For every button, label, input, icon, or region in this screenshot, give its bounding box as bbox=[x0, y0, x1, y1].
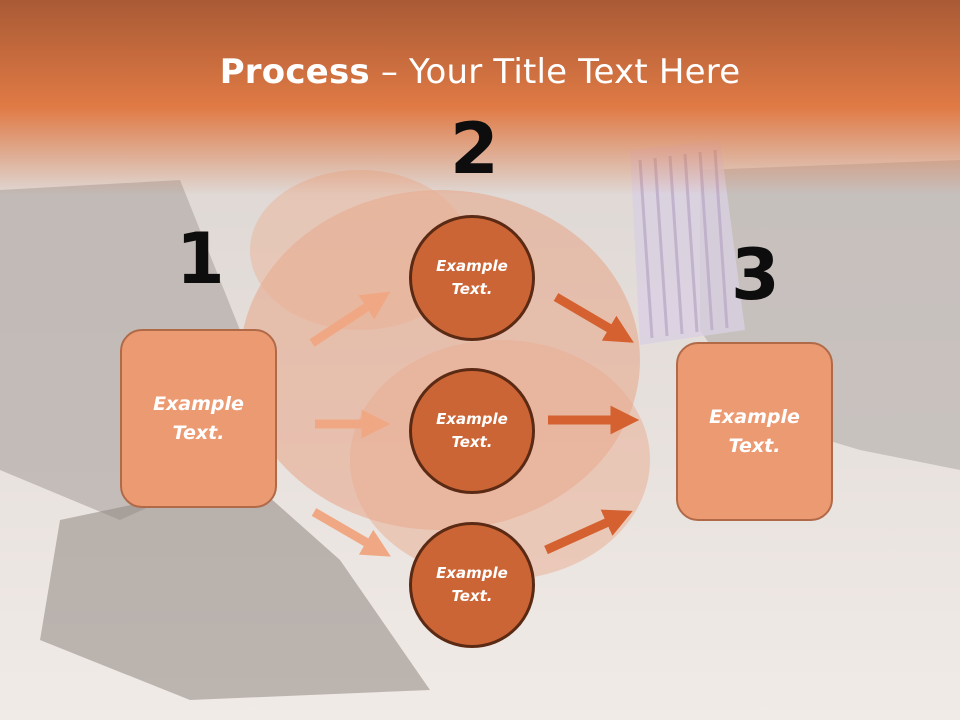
arrow-1-to-2-bottom bbox=[311, 508, 391, 557]
step-3-box: Example Text. bbox=[676, 342, 833, 521]
step-2-circle-top: Example Text. bbox=[409, 215, 535, 341]
step-1-label: Example Text. bbox=[153, 392, 244, 444]
arrow-2-to-3-bottom bbox=[544, 509, 633, 555]
slide-title: Process – Your Title Text Here bbox=[0, 52, 960, 92]
step-number-3: 3 bbox=[731, 234, 780, 316]
arrow-2-to-3-top bbox=[553, 293, 634, 343]
step-number-1: 1 bbox=[176, 218, 225, 300]
title-bold: Process bbox=[219, 52, 370, 92]
title-rest: – Your Title Text Here bbox=[369, 52, 741, 92]
step-2-label-middle: Example Text. bbox=[436, 410, 508, 451]
step-2-label-bottom: Example Text. bbox=[436, 564, 508, 605]
step-number-2: 2 bbox=[450, 108, 499, 190]
step-3-label: Example Text. bbox=[709, 405, 800, 457]
step-2-circle-middle: Example Text. bbox=[409, 368, 535, 494]
step-2-label-top: Example Text. bbox=[436, 257, 508, 298]
step-2-circle-bottom: Example Text. bbox=[409, 522, 535, 648]
step-1-box: Example Text. bbox=[120, 329, 277, 508]
arrow-1-to-2-top bbox=[309, 291, 391, 347]
